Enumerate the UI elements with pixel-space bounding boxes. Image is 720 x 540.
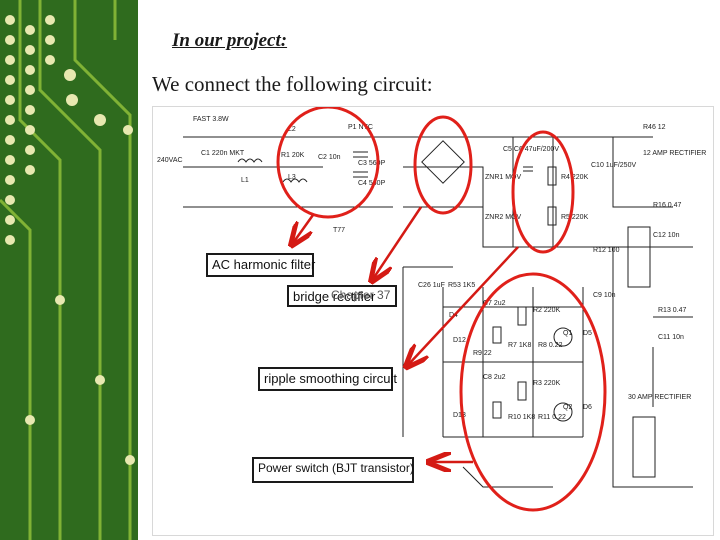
label-t77: T77 — [333, 227, 345, 234]
decorative-pcb-strip — [0, 0, 138, 540]
label-supply: 240VAC — [157, 157, 183, 164]
arrow-bridge — [373, 206, 423, 279]
label-fuse: FAST 3.8W — [193, 116, 229, 123]
slide-title: In our project: — [172, 30, 288, 51]
arrow-smoothing — [408, 246, 519, 365]
label-zr1: ZNR1 MOV — [485, 174, 522, 181]
label-r8: R8 0.22 — [538, 342, 563, 349]
highlight-ac-filter-circle — [276, 107, 380, 219]
label-c11: C11 10n — [658, 334, 684, 341]
label-d6: D6 — [583, 404, 592, 411]
callout-ripple-smoothing: ripple smoothing circuit — [258, 367, 397, 391]
label-c1: C1 220n MKT — [201, 150, 245, 157]
label-r10: R10 1K8 — [508, 414, 535, 421]
label-zr2: ZNR2 MOV — [485, 214, 522, 221]
label-r13: R13 0.47 — [658, 307, 687, 314]
label-r16: R16 0.47 — [653, 202, 682, 209]
label-c10: C10 1uF/250V — [591, 162, 636, 169]
label-r9: R9 22 — [473, 350, 492, 357]
label-c7: C7 2u2 — [483, 300, 506, 307]
label-r7: R7 1K8 — [508, 342, 531, 349]
label-rect1: 12 AMP RECTIFIER — [643, 150, 706, 157]
label-d12: D12 — [453, 337, 466, 344]
label-l3: L3 — [288, 174, 296, 181]
label-r53: R53 1K5 — [448, 282, 475, 289]
highlight-bridge-circle — [413, 115, 473, 215]
label-d5: D5 — [583, 330, 592, 337]
label-r12: R12 100 — [593, 247, 620, 254]
label-c3: C3 560P — [358, 160, 386, 167]
label-r1: R1 20K — [281, 152, 305, 159]
label-r2: R2 220K — [533, 307, 561, 314]
callout-ac-harmonic-filter: AC harmonic filter — [206, 253, 315, 277]
label-rect2: 30 AMP RECTIFIER — [628, 394, 691, 401]
label-c2: C2 10n — [318, 154, 341, 161]
highlight-switch-circle — [459, 272, 607, 512]
label-q2: Q2 — [563, 404, 572, 411]
label-c9: C9 10n — [593, 292, 616, 299]
label-r46: R46 12 — [643, 124, 666, 131]
callout-bridge-rectifier: bridge rectifier — [287, 285, 397, 307]
label-q1: Q1 — [563, 330, 572, 337]
circuit-diagram: FAST 3.8W 240VAC C1 220n MKT L1 L2 L3 R1… — [152, 106, 714, 536]
callout-power-switch: Power switch (BJT transistor) — [252, 457, 414, 483]
label-r3: R3 220K — [533, 380, 561, 387]
label-c5c6: C5,C6 47uF/200V — [503, 146, 559, 153]
label-r5: R5 220K — [561, 214, 589, 221]
label-r4: R4 220K — [561, 174, 589, 181]
label-d13: D13 — [453, 412, 466, 419]
label-l2: L2 — [288, 126, 296, 133]
label-c4: C4 560P — [358, 180, 386, 187]
label-p1: P1 NTC — [348, 124, 373, 131]
arrow-ac-filter — [293, 214, 315, 243]
slide-subtitle: We connect the following circuit: — [152, 72, 433, 96]
callout-bridge-overlap-text: Chapter 37 — [331, 288, 391, 302]
label-l1: L1 — [241, 177, 249, 184]
label-c26: C26 1uF — [418, 282, 445, 289]
label-c8: C8 2u2 — [483, 374, 506, 381]
highlight-smoothing-circle — [511, 130, 575, 254]
label-r11: R11 0.22 — [538, 414, 566, 421]
label-c12: C12 10n — [653, 232, 680, 239]
